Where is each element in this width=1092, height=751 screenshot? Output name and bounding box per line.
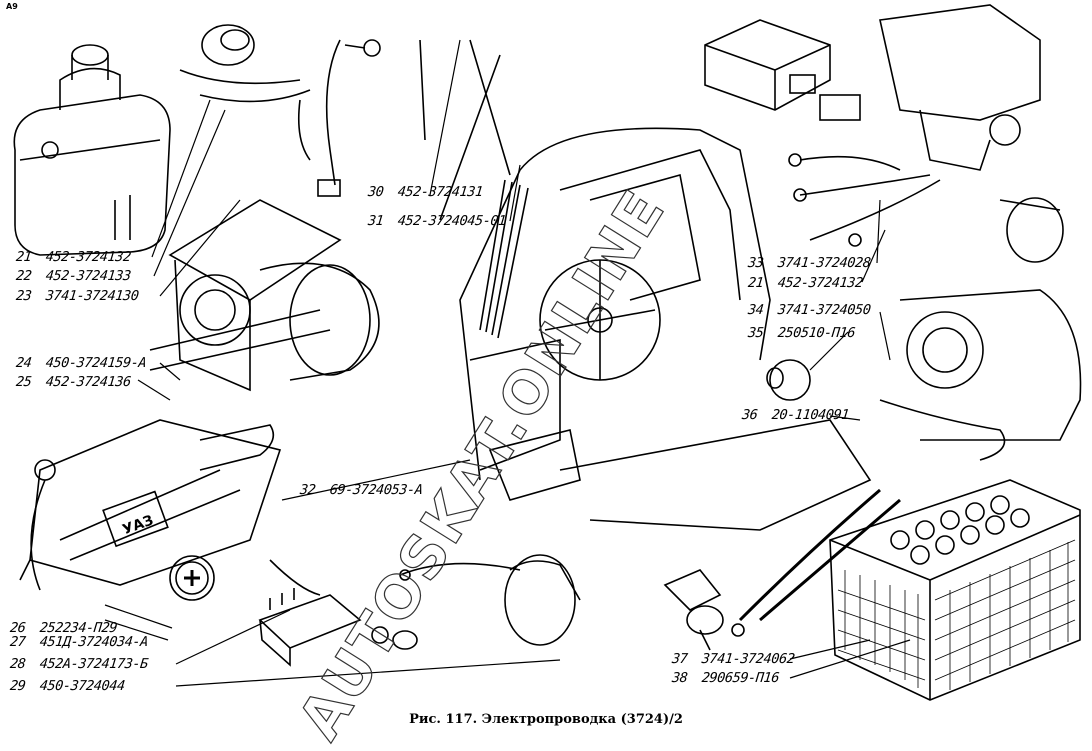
callout-number: 22 xyxy=(15,268,33,284)
callout-27: 27 451Д-3724034-А xyxy=(9,634,149,650)
callout-25: 25 452-3724136 xyxy=(15,374,131,390)
callout-number: 32 xyxy=(299,482,317,498)
part-number: 3741-3724130 xyxy=(44,288,140,304)
callout-number: 23 xyxy=(15,288,33,304)
part-number: 69-3724053-А xyxy=(328,482,424,498)
callout-number: 21 xyxy=(747,275,765,291)
washer-reservoir-drawing xyxy=(13,44,171,256)
part-number: 452-3724132 xyxy=(44,249,132,265)
part-number: 3741-3724028 xyxy=(776,255,872,271)
callout-number: 30 xyxy=(367,184,385,200)
ignition-assembly-drawing xyxy=(788,4,1064,263)
cab-frame-drawing xyxy=(419,39,872,531)
callout-37: 37 3741-3724062 xyxy=(671,651,795,667)
callout-number: 28 xyxy=(9,656,27,672)
callout-22: 22 452-3724133 xyxy=(15,268,131,284)
steering-column-switch-drawing: УАЗ xyxy=(19,419,282,591)
callout-30: 30 452-3724131 xyxy=(367,184,483,200)
leader-lines xyxy=(104,39,911,687)
callout-number: 36 xyxy=(741,407,759,423)
part-number: 452-3724045-01 xyxy=(396,213,507,229)
callout-number: 24 xyxy=(15,355,33,371)
callout-number: 27 xyxy=(9,634,27,650)
callout-31: 31 452-3724045-01 xyxy=(367,213,507,229)
part-number: 450-3724159-А xyxy=(44,355,148,371)
horn-drawing xyxy=(399,554,581,646)
callout-36: 36 20-1104091 xyxy=(741,407,850,423)
relay-box-drawing xyxy=(704,19,861,121)
horn-cover-drawing xyxy=(169,555,215,601)
callout-number: 35 xyxy=(747,325,765,341)
part-number: 452-3724136 xyxy=(44,374,132,390)
callout-number: 31 xyxy=(367,213,385,229)
battery-drawing xyxy=(731,479,1081,701)
part-number: 452-3724133 xyxy=(44,268,132,284)
callout-number: 29 xyxy=(9,678,27,694)
callout-32: 32 69-3724053-А xyxy=(299,482,423,498)
callout-28: 28 452А-3724173-Б xyxy=(9,656,149,672)
fuse-block-drawing xyxy=(258,559,418,667)
callout-21-right: 21 452-3724132 xyxy=(747,275,863,291)
battery-switch-drawing xyxy=(663,569,724,651)
callout-35: 35 250510-П16 xyxy=(747,325,856,341)
callout-number: 34 xyxy=(747,302,765,318)
callout-34: 34 3741-3724050 xyxy=(747,302,871,318)
part-number: 452А-3724173-Б xyxy=(38,656,149,672)
callout-number: 21 xyxy=(15,249,33,265)
callout-number: 38 xyxy=(671,670,689,686)
part-number: 250510-П16 xyxy=(776,325,856,341)
part-number: 452-3724132 xyxy=(776,275,864,291)
part-number: 3741-3724050 xyxy=(776,302,872,318)
part-number: 290659-П16 xyxy=(700,670,780,686)
callout-29: 29 450-3724044 xyxy=(9,678,125,694)
callout-24: 24 450-3724159-А xyxy=(15,355,147,371)
page-corner-mark: A9 xyxy=(6,2,18,11)
callout-21-left: 21 452-3724132 xyxy=(15,249,131,265)
callout-38: 38 290659-П16 xyxy=(671,670,780,686)
lamp-socket-drawing xyxy=(179,24,381,197)
callout-number: 37 xyxy=(671,651,689,667)
part-number: 452-3724131 xyxy=(396,184,484,200)
callout-number: 33 xyxy=(747,255,765,271)
figure-caption: Рис. 117. Электропроводка (3724)/2 xyxy=(409,712,683,727)
part-number: 451Д-3724034-А xyxy=(38,634,149,650)
callout-23: 23 3741-3724130 xyxy=(15,288,139,304)
bulb-drawing xyxy=(766,359,811,401)
wiper-motor-drawing xyxy=(149,199,380,392)
callout-number: 25 xyxy=(15,374,33,390)
part-number: 450-3724044 xyxy=(38,678,126,694)
part-number: 3741-3724062 xyxy=(700,651,796,667)
starter-motor-drawing xyxy=(879,289,1082,461)
part-number: 20-1104091 xyxy=(770,407,850,423)
callout-33: 33 3741-3724028 xyxy=(747,255,871,271)
